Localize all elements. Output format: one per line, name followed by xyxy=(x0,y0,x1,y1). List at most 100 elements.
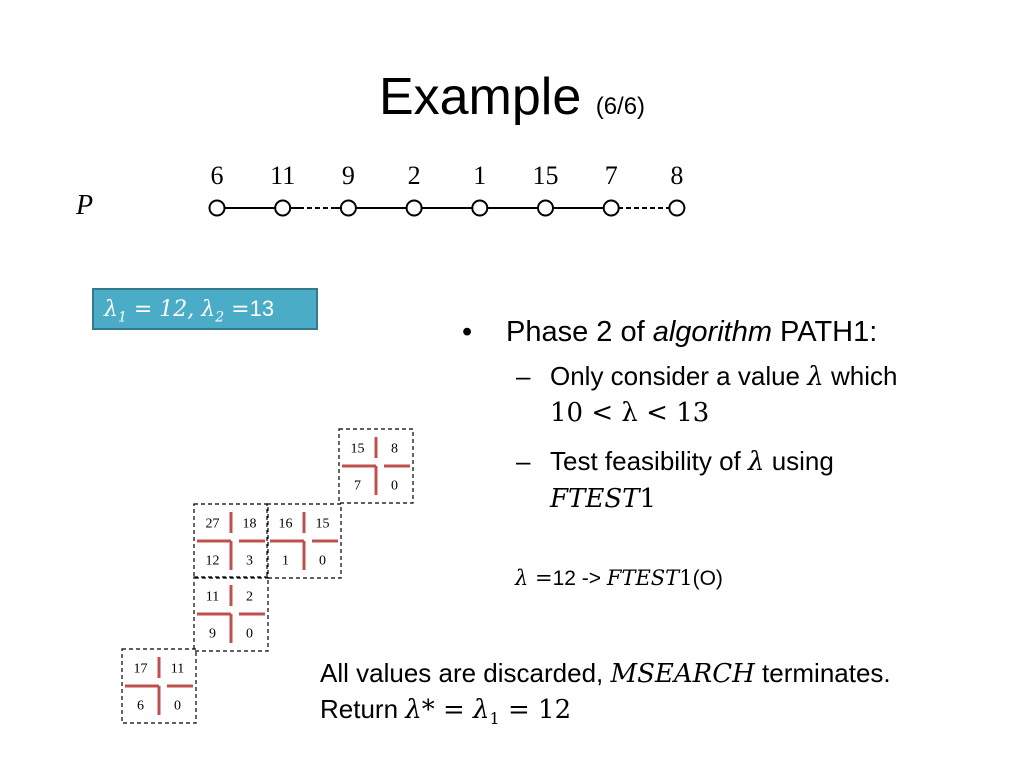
path-label: P xyxy=(75,190,93,221)
consider-text-a: Only consider a value xyxy=(550,361,808,391)
matrix-3: 16 15 1 0 xyxy=(266,503,342,579)
path-diagram: P 6 11 9 2 1 15 7 8 xyxy=(75,161,686,221)
matrix-cell: 27 xyxy=(206,517,220,532)
return-subscript: 1 xyxy=(489,709,500,729)
matrix-cell: 8 xyxy=(391,442,398,457)
path-node-circle xyxy=(602,199,620,217)
matrix-cell: 17 xyxy=(134,662,148,677)
eval-ftest: FTEST xyxy=(606,566,680,590)
test-text-a: Test feasibility of xyxy=(550,446,748,476)
evaluation-line: λ =12 -> FTEST1(O) xyxy=(515,563,723,594)
title-main: Example xyxy=(378,68,582,126)
path-node: 1 xyxy=(471,161,489,217)
matrix-cell: 1 xyxy=(282,554,289,569)
matrix-cross xyxy=(197,585,265,643)
matrix-cell: 0 xyxy=(319,554,326,569)
path-node: 2 xyxy=(405,161,423,217)
matrix-cell: 0 xyxy=(391,479,398,494)
conclusion-text-a: All values are discarded, xyxy=(320,658,611,688)
test-ftest: FTEST1 xyxy=(550,480,1002,517)
path-node: 9 xyxy=(339,161,357,217)
path-node-label: 15 xyxy=(533,161,559,190)
phase2-suffix: PATH1: xyxy=(772,316,878,348)
test-ftest-var: FTEST xyxy=(550,484,640,514)
subbullet-consider: – Only consider a value λ which 10 < λ <… xyxy=(462,358,1002,431)
test-lambda: λ xyxy=(747,447,765,477)
conclusion-text-b: terminates. xyxy=(754,658,891,688)
matrix-border xyxy=(193,503,269,579)
phase2-prefix: Phase 2 of xyxy=(506,316,653,348)
dash-icon: – xyxy=(516,361,531,391)
path-node-circle xyxy=(537,199,554,217)
path-node-label: 2 xyxy=(408,161,421,190)
lambda1-symbol: λ xyxy=(104,297,118,322)
phase2-italic: algorithm xyxy=(652,316,772,348)
matrix-cross xyxy=(270,512,338,570)
path-node: 6 xyxy=(208,161,226,217)
matrix-cell: 11 xyxy=(171,662,184,677)
path-node: 15 xyxy=(533,161,559,217)
path-node: 7 xyxy=(602,161,620,217)
bullet-list: • Phase 2 of algorithm PATH1: – Only con… xyxy=(462,312,1002,517)
matrix-cell: 15 xyxy=(316,517,330,532)
matrix-border xyxy=(266,503,342,579)
matrix-border xyxy=(338,428,414,504)
path-node-circle xyxy=(339,199,357,217)
lambda2-value: 13 xyxy=(249,296,275,321)
path-node-label: 9 xyxy=(342,161,355,190)
matrix-cross xyxy=(342,437,410,495)
title-suffix: (6/6) xyxy=(595,93,646,120)
path-node-label: 11 xyxy=(270,161,295,190)
matrix-cell: 0 xyxy=(246,627,253,642)
eval-ftest-num: 1 xyxy=(679,566,693,590)
path-node-circle xyxy=(274,199,292,217)
matrix-cell: 3 xyxy=(246,554,253,569)
matrix-cell: 18 xyxy=(243,517,257,532)
matrix-cell: 0 xyxy=(174,699,181,714)
eval-result: (O) xyxy=(692,567,723,590)
path-node-label: 8 xyxy=(670,161,683,190)
test-text-b: using xyxy=(764,446,834,476)
matrix-border xyxy=(193,576,269,652)
matrix-cell: 11 xyxy=(206,590,219,605)
matrix-cell: 12 xyxy=(206,554,220,569)
path-node-circle xyxy=(208,199,226,217)
subbullet-test: – Test feasibility of λ using FTEST1 xyxy=(462,443,1002,517)
lambda2-equals: = xyxy=(224,297,250,322)
path-node-label: 6 xyxy=(211,161,224,190)
return-label: Return xyxy=(320,694,406,724)
matrix-cell: 9 xyxy=(209,627,216,642)
matrix-border xyxy=(121,648,197,724)
lambda-values-box: λ1 = 12, λ2 =13 xyxy=(92,288,318,330)
matrix-cell: 16 xyxy=(279,517,293,532)
path-node-circle xyxy=(668,199,686,217)
lambda2-symbol: λ xyxy=(201,297,216,322)
lambda1-equation: = 12, xyxy=(126,297,202,322)
path-nodes: 6 11 9 2 1 15 7 8 xyxy=(208,161,686,217)
bullet-phase2: • Phase 2 of algorithm PATH1: xyxy=(462,312,1002,352)
return-math: λ* = λ xyxy=(405,695,490,725)
path-node: 8 xyxy=(668,161,686,217)
eval-value: 12 -> xyxy=(552,567,607,590)
matrix-cell: 7 xyxy=(354,479,361,494)
test-ftest-num: 1 xyxy=(639,484,657,514)
eval-lambda: λ xyxy=(515,566,529,590)
path-node-label: 1 xyxy=(473,161,486,190)
return-value: = 12 xyxy=(499,695,572,725)
conclusion-text: All values are discarded, MSEARCH termin… xyxy=(320,656,891,736)
msearch-var: MSEARCH xyxy=(610,659,755,689)
slide-title: Example (6/6) xyxy=(0,62,1024,142)
path-node: 11 xyxy=(270,161,295,217)
consider-inequality: 10 < λ < 13 xyxy=(550,398,710,428)
path-node-label: 7 xyxy=(605,161,618,190)
lambda1-subscript: 1 xyxy=(117,309,127,326)
matrix-cross xyxy=(197,512,265,570)
matrix-cross xyxy=(125,657,193,715)
conclusion-line1: All values are discarded, MSEARCH termin… xyxy=(320,656,891,692)
path-node-circle xyxy=(471,199,489,217)
eval-equals: = xyxy=(528,566,553,590)
